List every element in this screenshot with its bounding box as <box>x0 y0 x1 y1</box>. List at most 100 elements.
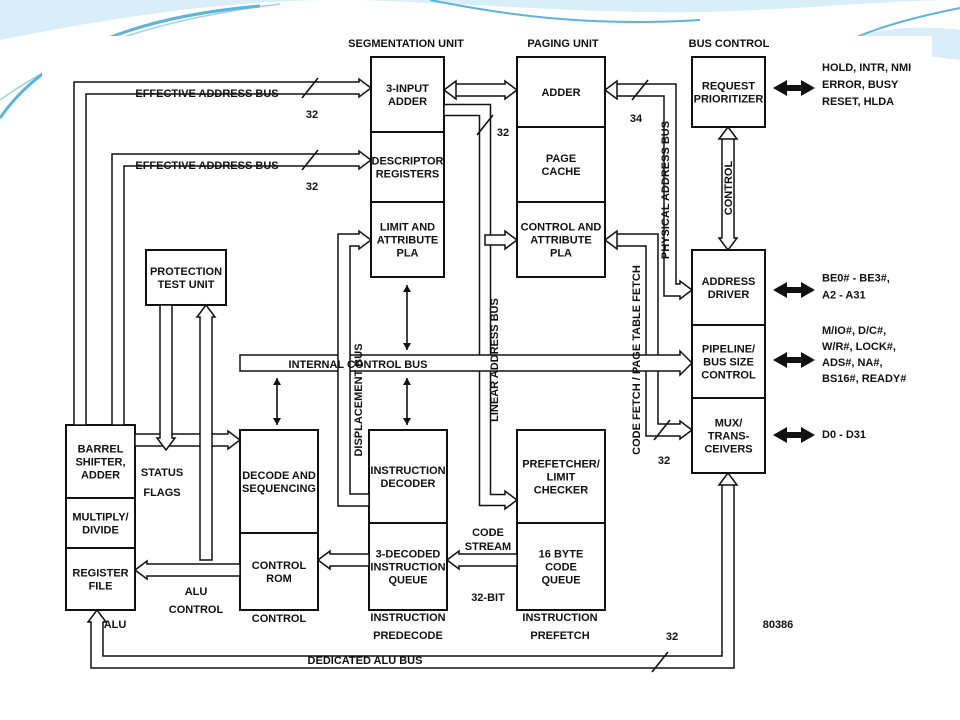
pipeline-pins-arrow <box>773 352 815 368</box>
pipeline-bus-size-block-label-line: BUS SIZE <box>703 357 754 369</box>
paging-unit-header: PAGING UNIT <box>527 38 599 50</box>
barrel-shifter-block-label-line: SHIFTER, <box>75 457 125 469</box>
effective-address-bus-2-width-line: 32 <box>306 181 318 193</box>
dedicated-bus-width: 32 <box>666 631 678 643</box>
multiply-divide-block <box>65 497 136 549</box>
linear-address-bus-label: LINEAR ADDRESS BUS <box>489 298 501 422</box>
data-pins-label: D0 - D31 <box>822 429 866 441</box>
seg-paging-link-arrow <box>442 79 519 101</box>
register-file-block <box>65 547 136 611</box>
pipeline-bus-size-block-label-line: CONTROL <box>701 370 756 382</box>
multiply-divide-block-label-line: MULTIPLY/ <box>72 512 128 524</box>
control-rom-block-label-line: ROM <box>266 573 292 585</box>
chip-label: 80386 <box>763 619 794 631</box>
decoder-internal-link-head <box>403 418 411 425</box>
pipeline-pins-label-line: W/R#, LOCK#, <box>822 341 896 353</box>
status-flags-label-line: STATUS <box>141 467 183 479</box>
code-fetch-bus-label: CODE FETCH / PAGE TABLE FETCH <box>631 265 643 455</box>
physical-bus-width: 34 <box>630 113 643 125</box>
internal-control-bus-label-line: INTERNAL CONTROL BUS <box>289 359 428 371</box>
code-queue-width-label-line: 32-BIT <box>471 592 505 604</box>
control-attribute-pla-block-label-line: ATTRIBUTE <box>530 235 592 247</box>
status-flags-arrow <box>134 429 242 451</box>
decoded-instruction-queue-block-label-line: 3-DECODED <box>376 549 441 561</box>
prefetcher-limit-checker-block-label-line: PREFETCHER/ <box>522 459 600 471</box>
alu-control-label-line: ALU <box>185 586 208 598</box>
code-queue-block-label-line: CODE <box>545 562 577 574</box>
physical-address-bus-label: PHYSICAL ADDRESS BUS <box>660 121 672 259</box>
instruction-decoder-block <box>368 429 448 524</box>
paging-adder-block-label: ADDER <box>541 87 580 99</box>
limit-attribute-pla-block-label-line: PLA <box>397 248 419 260</box>
request-prioritizer-block-label-line: REQUEST <box>702 81 755 93</box>
three-input-adder-block-label-line: ADDER <box>388 96 427 108</box>
barrel-shifter-block-label-line: BARREL <box>78 444 124 456</box>
bus-control-header-line: BUS CONTROL <box>689 38 770 50</box>
address-pins-label: BE0# - BE3#,A2 - A31 <box>822 273 890 302</box>
pipeline-pins-label-line: ADS#, NA#, <box>822 357 883 369</box>
mux-transceivers-block-label: MUX/TRANS-CEIVERS <box>704 418 752 456</box>
pipeline-bus-size-block-label-line: PIPELINE/ <box>702 344 755 356</box>
control-label-line: CONTROL <box>252 613 307 625</box>
multiply-divide-block-label-line: DIVIDE <box>82 525 119 537</box>
decode-sequencing-block-label-line: SEQUENCING <box>242 483 316 495</box>
pipeline-pins-label-line: BS16#, READY# <box>822 373 906 385</box>
protection-up-arrow <box>195 303 217 561</box>
barrel-shifter-block-label-line: ADDER <box>81 470 120 482</box>
displacement-bus-label: DISPLACEMENT BUS <box>353 343 365 456</box>
physical-bus-width-line: 34 <box>630 113 643 125</box>
blocks-layer <box>65 56 766 611</box>
internal-control-bus-label: INTERNAL CONTROL BUS <box>289 359 428 371</box>
address-pins-label-line: A2 - A31 <box>822 290 866 302</box>
arrows-layer <box>73 77 815 673</box>
effective-address-bus-2-width: 32 <box>306 181 318 193</box>
effective-address-bus-2-label-line: EFFECTIVE ADDRESS BUS <box>135 160 278 172</box>
pipeline-bus-size-block <box>691 324 766 399</box>
alu-control-arrow <box>133 559 241 581</box>
dedicated-alu-bus-arrow <box>86 471 739 669</box>
linear-bus-width: 32 <box>497 127 509 139</box>
decode-internal-link-head <box>273 378 281 385</box>
mux-transceivers-block-label-line: TRANS- <box>708 431 750 443</box>
code-fetch-bus-label-line: CODE FETCH / PAGE TABLE FETCH <box>631 265 643 455</box>
dedicated-bus-width-line: 32 <box>666 631 678 643</box>
effective-address-bus-1-label: EFFECTIVE ADDRESS BUS <box>135 88 278 100</box>
control-attribute-pla-block-label-line: CONTROL AND <box>521 222 602 234</box>
protection-to-barrel-arrow <box>155 304 177 452</box>
alu-label: ALU <box>104 619 127 631</box>
prefetch-bus-width-slash <box>653 419 671 441</box>
control-bus-label-line: CONTROL <box>723 161 735 216</box>
descriptor-registers-block-label-line: DESCRIPTOR <box>372 156 444 168</box>
linear-bus-width-line: 32 <box>497 127 509 139</box>
control-rom-block <box>239 532 319 611</box>
request-pins-arrow <box>773 80 815 96</box>
paging-adder-block <box>516 56 606 128</box>
instruction-prefetch-label-line: PREFETCH <box>530 630 589 642</box>
descriptor-registers-block-label-line: REGISTERS <box>376 169 440 181</box>
effective-address-bus-2-arrow <box>111 149 373 426</box>
data-pins-label-line: D0 - D31 <box>822 429 866 441</box>
limit-pla-internal-link-head <box>403 343 411 350</box>
control-label: CONTROL <box>252 613 307 625</box>
descriptor-registers-block <box>370 131 445 203</box>
paging-adder-block-label-line: ADDER <box>541 87 580 99</box>
protection-test-unit-block <box>145 249 227 306</box>
code-queue-width-label: 32-BIT <box>471 592 505 604</box>
decoded-instruction-queue-block-label-line: INSTRUCTION <box>370 562 445 574</box>
decoder-internal-link-head <box>403 378 411 385</box>
segmentation-unit-header: SEGMENTATION UNIT <box>348 38 464 50</box>
segmentation-unit-header-line: SEGMENTATION UNIT <box>348 38 464 50</box>
